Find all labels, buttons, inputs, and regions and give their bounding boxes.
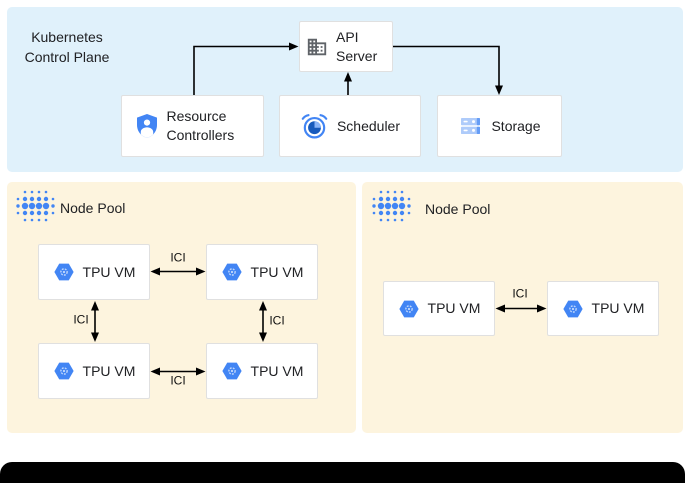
- tpu-hexagon-icon: [53, 360, 75, 382]
- resource-controllers-node: Resource Controllers: [121, 95, 264, 157]
- tpu-vm-node: TPU VM: [547, 281, 659, 336]
- api-server-label: API Server: [336, 28, 378, 64]
- ici-link-label: ICI: [512, 286, 528, 301]
- storage-node: Storage: [437, 95, 562, 157]
- tpu-hexagon-icon: [53, 261, 75, 283]
- scheduler-label: Scheduler: [336, 117, 401, 134]
- resource-controllers-label: Resource Controllers: [166, 108, 235, 143]
- ici-link-label: ICI: [170, 373, 186, 388]
- tpu-vm-node: TPU VM: [206, 244, 318, 300]
- dot-matrix-icon: [370, 189, 412, 228]
- tpu-vm-node: TPU VM: [206, 343, 318, 399]
- tpu-vm-label: TPU VM: [82, 362, 136, 379]
- stacked-disks-icon: [458, 114, 483, 138]
- tpu-vm-label: TPU VM: [250, 263, 304, 280]
- building-icon: [306, 36, 328, 58]
- ici-link-label: ICI: [170, 250, 186, 265]
- api-server-node: API Server: [299, 21, 393, 72]
- bottom-window-bar: [0, 462, 685, 483]
- tpu-vm-node: TPU VM: [38, 244, 150, 300]
- tpu-vm-label: TPU VM: [427, 300, 481, 316]
- ici-link-label: ICI: [73, 312, 89, 327]
- control-plane-title: Kubernetes Control Plane: [24, 29, 110, 65]
- tpu-vm-label: TPU VM: [82, 263, 136, 280]
- node-pool-right-title: Node Pool: [425, 201, 491, 217]
- tpu-hexagon-icon: [562, 298, 584, 320]
- tpu-hexagon-icon: [221, 360, 243, 382]
- node-pool-left-title: Node Pool: [60, 200, 126, 216]
- tpu-hexagon-icon: [398, 298, 420, 320]
- ici-link-label: ICI: [269, 313, 285, 328]
- storage-label: Storage: [491, 117, 541, 134]
- scheduler-node: Scheduler: [279, 95, 421, 157]
- dot-matrix-icon: [14, 189, 56, 228]
- tpu-vm-label: TPU VM: [591, 300, 645, 316]
- tpu-vm-label: TPU VM: [250, 362, 304, 379]
- tpu-vm-node: TPU VM: [383, 281, 495, 336]
- alarm-clock-icon: [300, 112, 329, 141]
- tpu-hexagon-icon: [221, 261, 243, 283]
- shield-user-icon: [135, 113, 159, 139]
- tpu-vm-node: TPU VM: [38, 343, 150, 399]
